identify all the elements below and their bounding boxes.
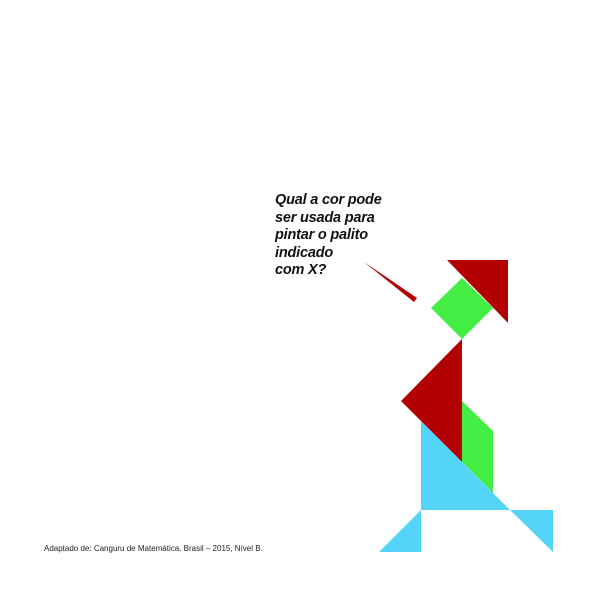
question-line-1: Qual a cor pode bbox=[275, 192, 382, 208]
right-foot-triangle bbox=[510, 510, 553, 552]
head-square bbox=[431, 278, 493, 339]
question-line-4: indicado bbox=[275, 244, 334, 261]
pointer-stick bbox=[364, 262, 417, 302]
legs-triangle bbox=[421, 421, 510, 510]
hat-triangle bbox=[447, 260, 508, 323]
question-line-3: pintar o palito bbox=[275, 227, 368, 243]
source-credit: Adaptado de: Canguru de Matemática. Bras… bbox=[44, 544, 263, 553]
body-triangle bbox=[401, 339, 462, 462]
question-line-5: com X? bbox=[275, 262, 327, 278]
left-foot-triangle bbox=[379, 510, 421, 552]
body-parallelogram bbox=[462, 401, 493, 493]
question-line-2: ser usada para bbox=[275, 209, 375, 226]
question-text: Qual a cor pode ser usada para pintar o … bbox=[275, 192, 415, 280]
